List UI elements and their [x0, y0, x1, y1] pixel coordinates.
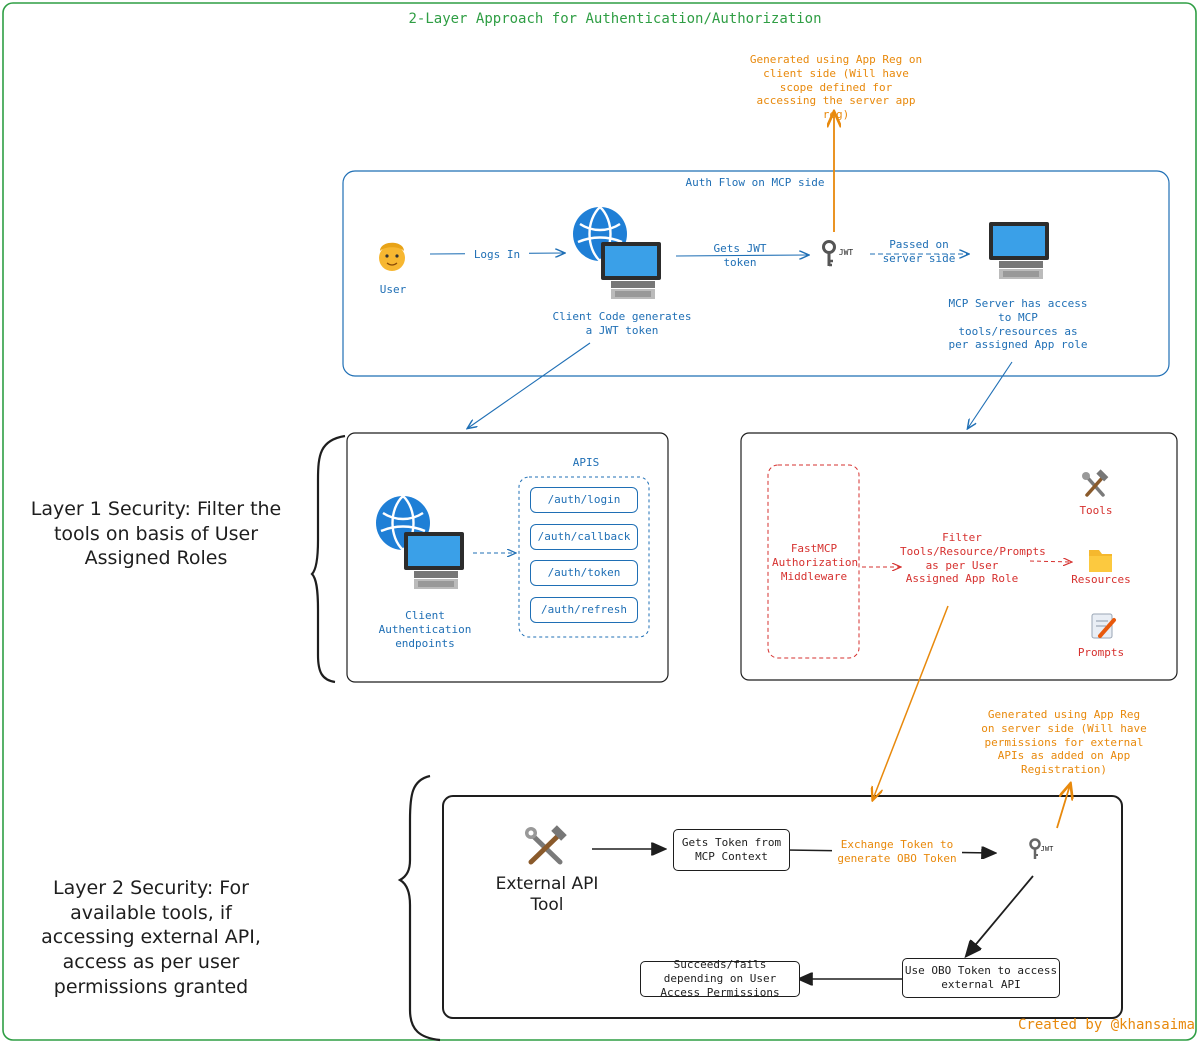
apis-container: [518, 476, 650, 638]
client-endpoints-box: [346, 432, 669, 683]
apis-label: APIS: [572, 456, 600, 469]
gets-token-box: Gets Token from MCP Context: [673, 829, 790, 871]
filter-to-resources-arrow: [1029, 561, 1071, 562]
exchange-label: Exchange Token to generate OBO Token: [832, 838, 962, 866]
auth-flow-container: [342, 170, 1170, 377]
resources-label: Resources: [1071, 573, 1131, 586]
use-obo-box: Use OBO Token to access external API: [902, 958, 1060, 998]
layer2-caption: Layer 2 Security: For available tools, i…: [41, 877, 261, 998]
client-code-label: Client Code generates a JWT token: [552, 310, 692, 337]
server-filter-box: [740, 432, 1178, 681]
jwt-text: JWT: [838, 248, 854, 257]
client-globe-computer-icon: [573, 206, 661, 299]
filter-to-layer2-arrow: [873, 605, 949, 799]
middleware-label: FastMCP Authorization Middleware: [772, 542, 859, 583]
credit-label: Created by @khansaima: [1017, 1017, 1195, 1033]
mcp-server-computer-icon: [989, 222, 1049, 279]
endpoints-globe-computer-icon: [376, 495, 464, 589]
client-appreg-note: Generated using App Reg on client side (…: [749, 53, 923, 121]
server-jwt-note-arrow: [1056, 785, 1070, 829]
passed-label: Passed on server side: [882, 238, 956, 265]
endpoint-refresh: /auth/refresh: [530, 597, 638, 623]
external-api-box: [442, 795, 1123, 1019]
prompts-icon: [1091, 613, 1116, 639]
folder-icon: [1089, 550, 1112, 572]
obo-jwt-key-icon: [1029, 838, 1041, 859]
client-endpoints-label: Client Authentication endpoints: [378, 609, 472, 650]
external-tool-icon: [525, 825, 567, 865]
endpoint-token: /auth/token: [530, 560, 638, 586]
filter-label: Filter Tools/Resource/Prompts as per Use…: [900, 531, 1046, 586]
auth-flow-label: Auth Flow on MCP side: [685, 176, 825, 189]
gets-jwt-arrow: [675, 255, 808, 256]
endpoint-callback: /auth/callback: [530, 524, 638, 550]
obo-jwt-text: JWT: [1040, 845, 1054, 853]
external-tool-label: External API Tool: [495, 874, 599, 916]
layer2-brace: [397, 774, 441, 1042]
gets-jwt-label: Gets JWT token: [713, 242, 767, 269]
user-label: User: [379, 283, 407, 296]
layer1-brace: [310, 434, 346, 684]
jwt-to-useobo-arrow: [967, 875, 1034, 955]
layer1-caption: Layer 1 Security: Filter the tools on ba…: [30, 498, 282, 570]
tools-icon: [1082, 469, 1109, 497]
user-icon: [379, 242, 405, 271]
prompts-label: Prompts: [1077, 646, 1125, 659]
endpoint-login: /auth/login: [530, 487, 638, 513]
client-to-endpoints-arrow: [468, 342, 591, 428]
server-to-filter-arrow: [968, 361, 1013, 428]
mcp-server-label: MCP Server has access to MCP tools/resou…: [948, 297, 1088, 352]
jwt-key-icon: [822, 240, 836, 267]
tools-label: Tools: [1079, 504, 1113, 517]
result-box: Succeeds/fails depending on User Access …: [640, 958, 800, 999]
diagram-title: 2-Layer Approach for Authentication/Auth…: [408, 11, 822, 27]
server-appreg-note: Generated using App Reg on server side (…: [981, 708, 1147, 776]
logs-in-label: Logs In: [465, 248, 529, 262]
middleware-box: [767, 464, 860, 659]
